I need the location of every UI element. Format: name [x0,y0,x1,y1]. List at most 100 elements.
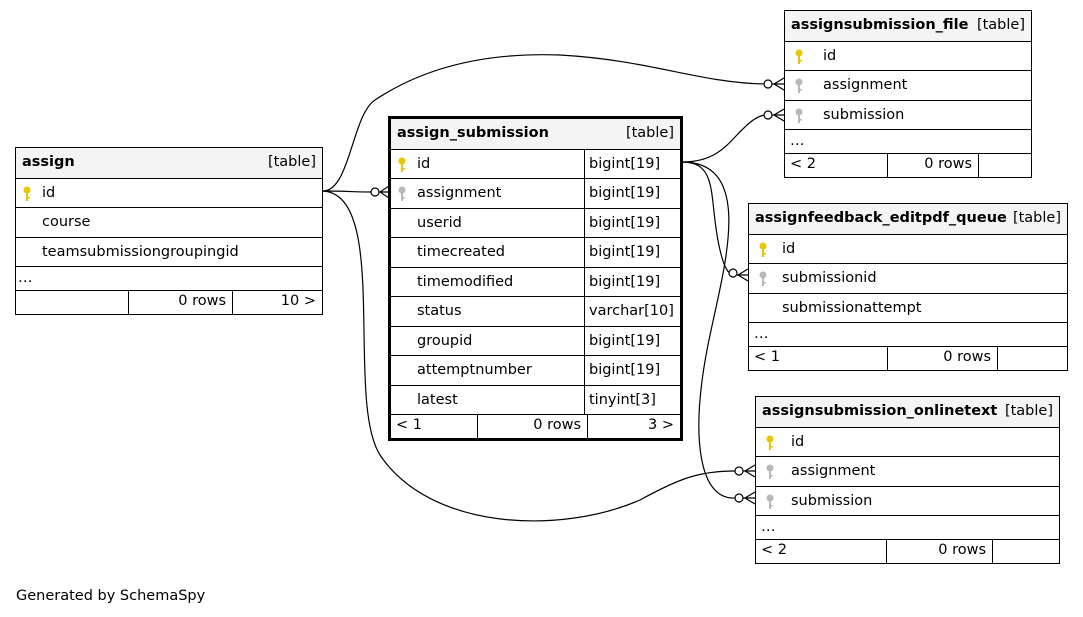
table-name: assignfeedback_editpdf_queue [755,210,1007,226]
column-name: id [417,155,431,172]
column-row: submission [756,485,1059,516]
table-type: [table] [267,154,316,170]
table-type: [table] [1012,210,1061,226]
generated-by-credit: Generated by SchemaSpy [16,588,206,604]
column-type: bigint[19] [584,149,680,178]
parents-count[interactable] [16,291,128,314]
column-type: bigint[19] [584,356,680,385]
crowfoot-marker [772,108,785,122]
children-count[interactable] [992,540,1059,563]
foreign-key-icon [759,271,767,286]
table-footer: < 2 0 rows [756,539,1059,563]
column-type: varchar[10] [584,297,680,326]
table-header: assignfeedback_editpdf_queue [table] [749,204,1067,234]
row-count: 0 rows [887,347,997,370]
column-name: course [42,214,91,230]
table-assign-submission[interactable]: assign_submission [table] id bigint[19] … [388,116,683,441]
column-row: submission [785,99,1031,130]
column-type: bigint[19] [584,179,680,208]
children-count[interactable]: 10 > [232,291,322,314]
children-count[interactable] [997,347,1067,370]
column-name: id [42,184,56,201]
edge-assign-to-submission-file [322,54,766,192]
column-type: bigint[19] [584,326,680,355]
foreign-key-icon [795,108,803,123]
edge-assign-to-assign-submission [322,190,374,193]
primary-key-icon [398,157,406,172]
column-name: assignment [823,77,908,93]
table-footer: < 1 0 rows 3 > [391,414,680,438]
crowfoot-marker [743,464,756,478]
more-columns: … [749,322,1067,346]
column-row: groupid bigint[19] [391,325,680,355]
column-row: submissionattempt [749,292,1067,323]
column-row: timecreated bigint[19] [391,237,680,267]
table-type: [table] [1004,403,1053,419]
table-header: assign_submission [table] [391,119,680,149]
column-row: status varchar[10] [391,296,680,326]
column-type: bigint[19] [584,238,680,267]
column-row: assignment bigint[19] [391,178,680,208]
parents-count[interactable]: < 2 [790,156,816,172]
foreign-key-icon [795,78,803,93]
column-type: tinyint[3] [584,385,680,414]
column-row: course [16,207,322,237]
column-name: submission [791,492,873,509]
parents-count[interactable]: < 1 [396,417,422,433]
column-row: attemptnumber bigint[19] [391,355,680,385]
column-name: attemptnumber [417,362,532,378]
crowfoot-marker [743,491,756,505]
column-name: teamsubmissiongroupingid [42,243,239,260]
column-name: submissionid [782,270,877,286]
children-count[interactable] [978,154,1031,177]
table-header: assign [table] [16,148,322,178]
more-columns: … [785,129,1031,153]
children-count[interactable]: 3 > [587,415,680,438]
row-count: 0 rows [886,540,992,563]
table-header: assignsubmission_onlinetext [table] [756,397,1059,427]
parents-count[interactable]: < 1 [754,349,780,365]
table-assignfeedback-editpdf-queue[interactable]: assignfeedback_editpdf_queue [table] id … [748,203,1068,371]
zero-marker [763,110,773,120]
zero-marker [370,187,380,197]
edge-submission-to-onlinetext [681,161,736,499]
column-row: submissionid [749,263,1067,293]
table-type: [table] [625,125,674,141]
more-columns: … [16,266,322,290]
edge-submission-to-editpdf [681,161,731,274]
foreign-key-icon [398,186,406,201]
column-row: assignment [756,456,1059,486]
column-row: userid bigint[19] [391,207,680,237]
table-assignsubmission-onlinetext[interactable]: assignsubmission_onlinetext [table] id a… [755,396,1060,564]
column-name: groupid [417,332,473,349]
edge-submission-to-file [681,114,766,163]
column-type: bigint[19] [584,267,680,296]
column-name: status [417,303,462,319]
primary-key-icon [766,435,774,450]
column-name: timecreated [417,244,505,260]
table-assign[interactable]: assign [table] id course teamsubmissiong… [15,147,323,315]
column-row: id [756,426,1059,457]
primary-key-icon [795,49,803,64]
parents-count[interactable]: < 2 [761,542,787,558]
table-footer: < 2 0 rows [785,153,1031,177]
column-name: latest [417,391,458,408]
column-row: id [785,40,1031,71]
table-name: assign [22,154,75,170]
table-assignsubmission-file[interactable]: assignsubmission_file [table] id assignm… [784,10,1032,178]
table-footer: < 1 0 rows [749,346,1067,370]
column-name: userid [417,214,462,231]
table-type: [table] [976,17,1025,33]
table-name: assignsubmission_onlinetext [762,403,998,419]
column-name: timemodified [417,273,514,290]
table-footer: 0 rows 10 > [16,290,322,314]
column-name: id [791,433,805,450]
column-name: assignment [791,463,876,479]
zero-marker [734,493,744,503]
zero-marker [734,466,744,476]
column-row: latest tinyint[3] [391,384,680,414]
column-name: submission [823,106,905,123]
zero-marker [763,79,773,89]
column-type: bigint[19] [584,208,680,237]
